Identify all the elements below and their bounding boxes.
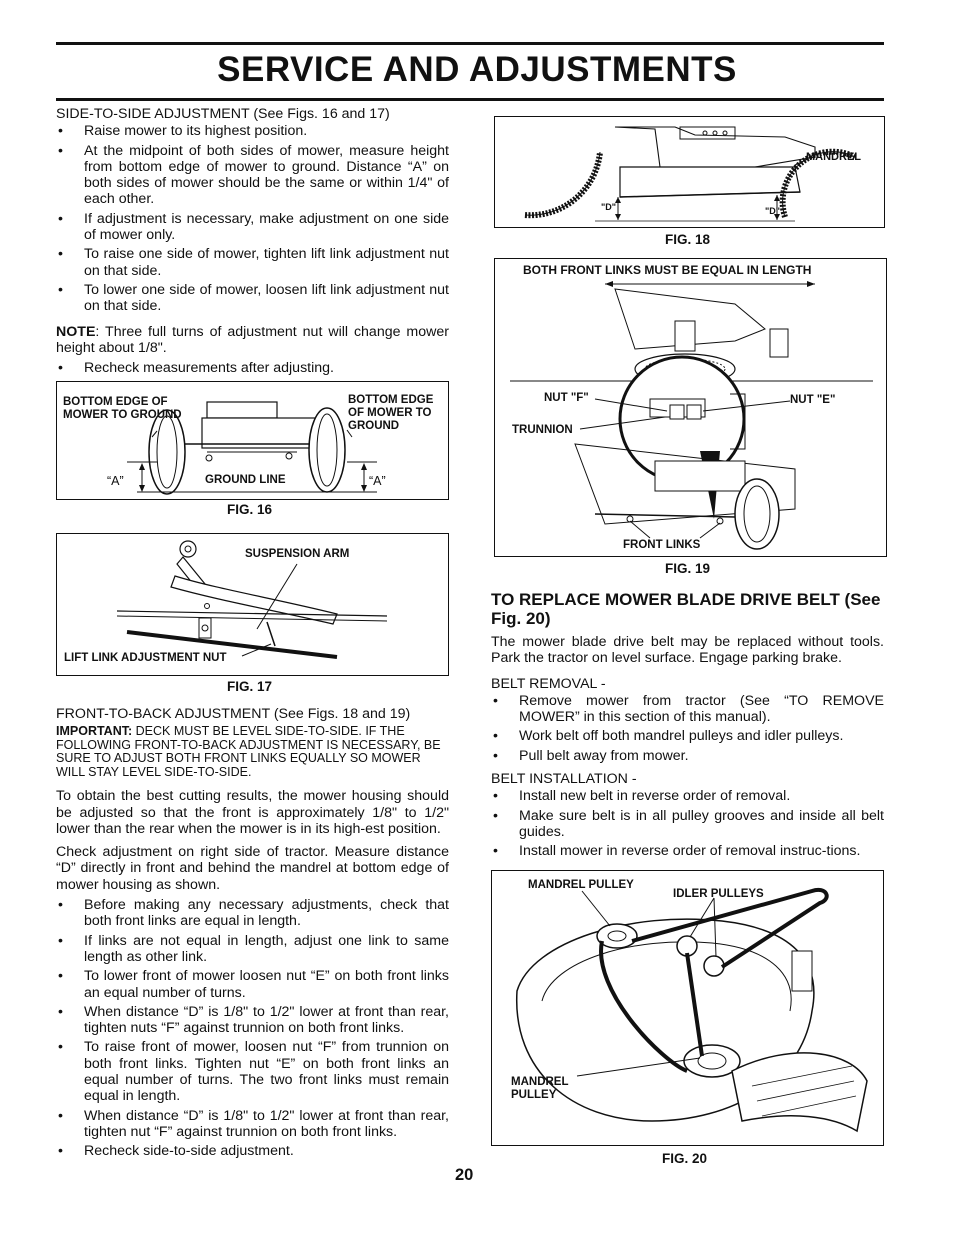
figure-18: MANDREL "D" "D" — [494, 116, 885, 228]
list-item: Raise mower to its highest position. — [56, 123, 449, 140]
fig20-drawing — [516, 887, 868, 1133]
fig16-a-right: “A” — [369, 474, 386, 488]
note-text: : Three full turns of adjustment nut wil… — [56, 323, 449, 356]
list-item: When distance “D” is 1/8" to 1/2" lower … — [56, 1108, 449, 1141]
fig19-nut-e: NUT "E" — [790, 394, 836, 406]
fig16-drawing — [127, 401, 377, 495]
figure-20: MANDREL PULLEY IDLER PULLEYS MANDREL PUL… — [491, 870, 884, 1146]
fig20-mandrel-pulley-top: MANDREL PULLEY — [528, 879, 634, 891]
list-item: To raise front of mower, loosen nut “F” … — [56, 1039, 449, 1104]
fig18-d-left: "D" — [601, 202, 617, 212]
page-title: SERVICE AND ADJUSTMENTS — [217, 50, 737, 89]
figure-19: BOTH FRONT LINKS MUST BE EQUAL IN LENGTH… — [494, 258, 887, 557]
replace-belt-heading: TO REPLACE MOWER BLADE DRIVE BELT (See F… — [491, 590, 881, 628]
fig19-caption: FIG. 19 — [665, 561, 711, 576]
list-item: Remove mower from tractor (See “TO REMOV… — [491, 693, 884, 726]
fig18-mandrel: MANDREL — [806, 151, 861, 163]
list-item: Recheck measurements after adjusting. — [56, 360, 449, 377]
figure-17: SUSPENSION ARM LIFT LINK ADJUSTMENT NUT — [56, 533, 449, 676]
fig16-a-left: “A” — [107, 474, 124, 488]
important-paragraph: IMPORTANT: DECK MUST BE LEVEL SIDE-TO-SI… — [56, 725, 449, 779]
fig18-d-right: "D" — [765, 206, 781, 216]
list-item: To raise one side of mower, tighten lift… — [56, 246, 449, 279]
fig20-idler-pulleys: IDLER PULLEYS — [673, 888, 764, 900]
replace-belt-intro: The mower blade drive belt may be replac… — [491, 634, 884, 667]
fig16-ground-line: GROUND LINE — [205, 474, 286, 486]
fig17-lift-link-nut: LIFT LINK ADJUSTMENT NUT — [64, 652, 227, 664]
fig16-caption: FIG. 16 — [227, 502, 273, 517]
fig20-caption: FIG. 20 — [662, 1151, 708, 1166]
important-text: DECK MUST BE LEVEL SIDE-TO-SIDE. IF THE … — [56, 724, 441, 779]
fig19-front-links: FRONT LINKS — [623, 539, 701, 551]
front-to-back-section: FRONT-TO-BACK ADJUSTMENT (See Figs. 18 a… — [56, 706, 449, 1167]
recheck-list: Recheck measurements after adjusting. — [56, 360, 449, 377]
front-to-back-list: Before making any necessary adjustments,… — [56, 897, 449, 1160]
ftb-paragraph-1: To obtain the best cutting results, the … — [56, 788, 449, 837]
fig17-drawing — [116, 540, 388, 659]
note-paragraph: NOTE: Three full turns of adjustment nut… — [56, 324, 449, 357]
list-item: Recheck side-to-side adjustment. — [56, 1143, 449, 1160]
side-to-side-list: Raise mower to its highest position. At … — [56, 123, 449, 314]
list-item: Before making any necessary adjustments,… — [56, 897, 449, 930]
list-item: Install mower in reverse order of remova… — [491, 843, 884, 860]
page-number: 20 — [455, 1166, 474, 1184]
fig16-label-left: BOTTOM EDGE OF MOWER TO GROUND — [63, 396, 182, 421]
fig19-trunnion: TRUNNION — [512, 424, 573, 436]
list-item: Make sure belt is in all pulley grooves … — [491, 808, 884, 841]
fig17-suspension-arm: SUSPENSION ARM — [245, 548, 350, 560]
replace-belt-section: TO REPLACE MOWER BLADE DRIVE BELT (See F… — [491, 590, 884, 867]
list-item: At the midpoint of both sides of mower, … — [56, 143, 449, 208]
fig18-drawing — [524, 126, 857, 222]
fig17-caption: FIG. 17 — [227, 679, 273, 694]
belt-removal-list: Remove mower from tractor (See “TO REMOV… — [491, 693, 884, 764]
side-to-side-heading: SIDE-TO-SIDE ADJUSTMENT (See Figs. 16 an… — [56, 106, 390, 122]
fig19-nut-f: NUT "F" — [544, 392, 589, 404]
belt-installation-heading: BELT INSTALLATION - — [491, 771, 637, 788]
title-rule — [56, 98, 884, 101]
top-rule — [56, 42, 884, 45]
front-to-back-heading: FRONT-TO-BACK ADJUSTMENT (See Figs. 18 a… — [56, 706, 411, 722]
fig20-mandrel-pulley-bottom: MANDREL PULLEY — [511, 1076, 569, 1101]
list-item: Work belt off both mandrel pulleys and i… — [491, 728, 884, 745]
list-item: If adjustment is necessary, make adjustm… — [56, 211, 449, 244]
figure-16: BOTTOM EDGE OF MOWER TO GROUND BOTTOM ED… — [56, 381, 449, 500]
side-to-side-section: SIDE-TO-SIDE ADJUSTMENT (See Figs. 16 an… — [56, 106, 449, 383]
fig18-caption: FIG. 18 — [665, 232, 711, 247]
ftb-paragraph-2: Check adjustment on right side of tracto… — [56, 844, 449, 893]
important-label: IMPORTANT: — [56, 724, 133, 739]
list-item: When distance “D” is 1/8" to 1/2" lower … — [56, 1004, 449, 1037]
note-label: NOTE — [56, 323, 96, 340]
list-item: To lower front of mower loosen nut “E” o… — [56, 968, 449, 1001]
belt-installation-list: Install new belt in reverse order of rem… — [491, 788, 884, 859]
list-item: Install new belt in reverse order of rem… — [491, 788, 884, 805]
fig16-label-right: BOTTOM EDGE OF MOWER TO GROUND — [348, 394, 434, 432]
list-item: To lower one side of mower, loosen lift … — [56, 282, 449, 315]
list-item: Pull belt away from mower. — [491, 748, 884, 765]
belt-removal-heading: BELT REMOVAL - — [491, 675, 606, 692]
fig19-drawing — [510, 281, 873, 550]
list-item: If links are not equal in length, adjust… — [56, 933, 449, 966]
fig19-top-label: BOTH FRONT LINKS MUST BE EQUAL IN LENGTH — [523, 263, 812, 277]
